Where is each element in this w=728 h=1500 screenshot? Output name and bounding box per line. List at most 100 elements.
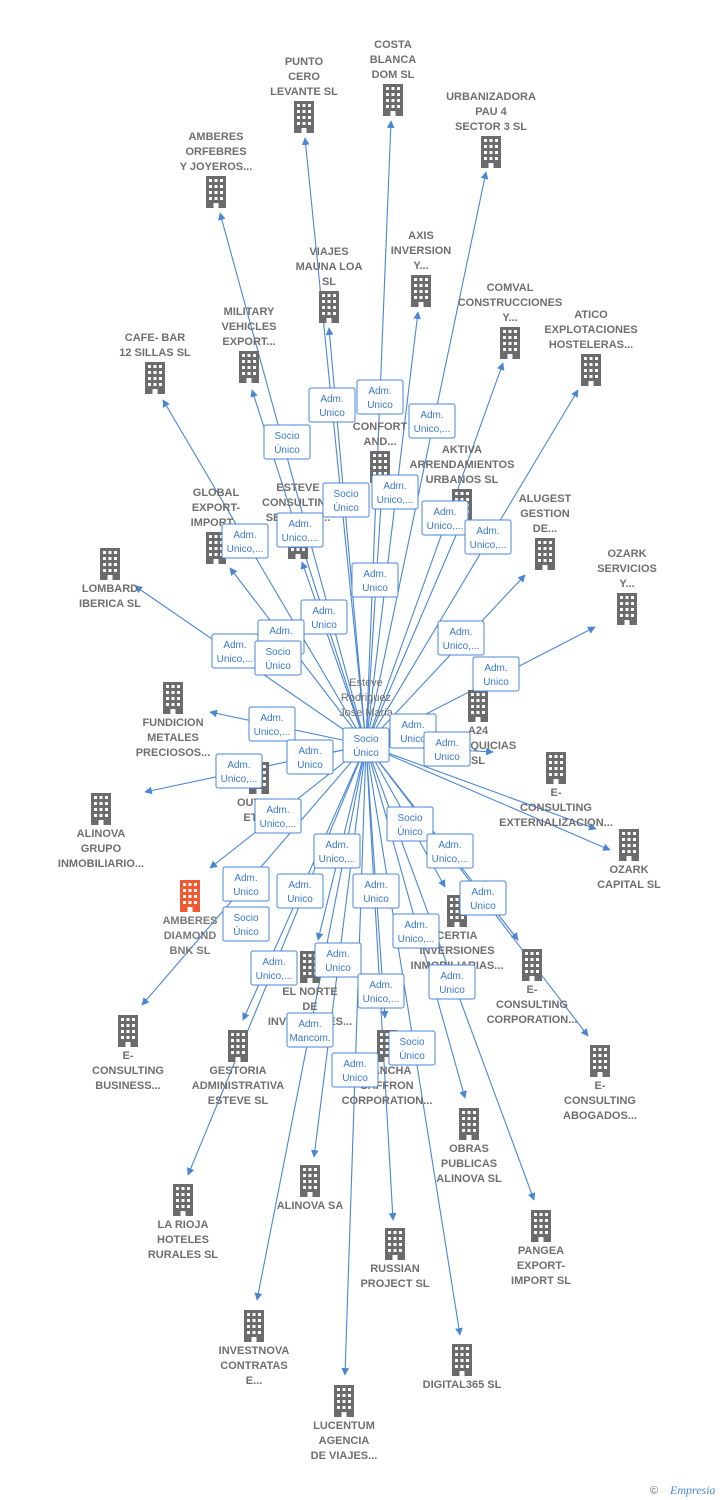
company-investnova[interactable]: INVESTNOVACONTRATASE... [219, 1310, 290, 1387]
relation-badge[interactable]: Adm.Unico,... [248, 706, 296, 742]
relation-role: Adm. [233, 530, 256, 541]
relation-type: Unico [400, 734, 426, 745]
relation-badge[interactable]: Adm.Unico [351, 562, 399, 598]
company-e-consulting-ext[interactable]: E-CONSULTINGEXTERNALIZACION... [499, 752, 613, 829]
relation-badge[interactable]: Adm.Unico,... [313, 833, 361, 869]
company-label-line: ABOGADOS... [563, 1110, 637, 1122]
company-fundicion[interactable]: FUNDICIONMETALESPRECIOSOS... [136, 682, 211, 759]
relation-badge[interactable]: Adm.Unico [356, 379, 404, 415]
relation-badge[interactable]: Adm.Unico [314, 942, 362, 978]
relation-badge[interactable]: Adm.Unico,... [211, 633, 259, 669]
relation-badge[interactable]: Adm.Unico [459, 880, 507, 916]
relation-badge[interactable]: Adm.Unico [308, 387, 356, 423]
relation-badge[interactable]: Adm.Unico,... [276, 512, 324, 548]
company-atico[interactable]: ATICOEXPLOTACIONESHOSTELERAS... [544, 309, 638, 386]
relation-badge[interactable]: Adm.Unico,... [371, 474, 419, 510]
company-ozark-serv[interactable]: OZARKSERVICIOSY... [597, 548, 657, 625]
company-label-line: RURALES SL [148, 1249, 219, 1261]
person-name-line: Jose Maria [339, 707, 394, 719]
company-e-consulting-abog[interactable]: E-CONSULTINGABOGADOS... [563, 1045, 637, 1122]
relation-badge[interactable]: Adm.Unico [472, 656, 520, 692]
company-label-line: CONTRATAS [220, 1360, 287, 1372]
relation-badge[interactable]: Adm.Unico,... [254, 798, 302, 834]
relation-role: Socio [397, 813, 422, 824]
relation-box [221, 523, 269, 559]
relation-badge[interactable]: Adm.Unico [276, 873, 324, 909]
building-icon [522, 949, 542, 981]
relation-badge[interactable]: Adm.Unico [286, 739, 334, 775]
relation-badge[interactable]: Adm.Unico,... [357, 973, 405, 1009]
company-alinova-sa[interactable]: ALINOVA SA [277, 1165, 344, 1212]
copyright-symbol: © [650, 1485, 658, 1497]
relation-role: Adm. [312, 606, 335, 617]
company-military[interactable]: MILITARYVEHICLESEXPORT... [221, 306, 277, 383]
relation-type: Unico,... [443, 641, 480, 652]
company-label-line: EXPORT... [222, 336, 275, 348]
relation-badge[interactable]: Adm.Unico,... [392, 913, 440, 949]
relation-role: Adm. [471, 887, 494, 898]
relation-badge[interactable]: Adm.Unico,... [464, 519, 512, 555]
relation-badge[interactable]: Adm.Unico,... [426, 833, 474, 869]
relation-badge[interactable]: Adm.Unico,... [408, 403, 456, 439]
relation-type: Unico,... [217, 654, 254, 665]
relation-badge[interactable]: Adm.Unico [428, 964, 476, 1000]
relation-badge[interactable]: Adm.Unico [300, 599, 348, 635]
company-confort[interactable]: CONFORTAND... [353, 421, 408, 483]
relation-badge[interactable]: Adm.Unico [423, 731, 471, 767]
brand-name[interactable]: Empresia [669, 1483, 716, 1497]
relation-box [437, 620, 485, 656]
relation-badge[interactable]: Adm.Unico,... [250, 950, 298, 986]
edge-aktiva [365, 525, 461, 746]
relation-type: Unico [434, 752, 460, 763]
relation-badge[interactable]: Adm.Unico,... [221, 523, 269, 559]
relation-type: Unico,... [414, 424, 451, 435]
company-label-line: DIGITAL365 SL [423, 1379, 502, 1391]
relation-badge[interactable]: Adm.Unico [331, 1052, 379, 1088]
relation-box [276, 873, 324, 909]
relation-badge[interactable]: Adm.Unico [352, 873, 400, 909]
company-digital365[interactable]: DIGITAL365 SL [423, 1344, 502, 1391]
relation-badge[interactable]: Adm.Unico,... [437, 620, 485, 656]
relation-badge[interactable]: Adm.Mancom. [286, 1012, 334, 1048]
company-label-line: INVERSION [391, 245, 452, 257]
relation-role: Adm. [325, 840, 348, 851]
company-comval[interactable]: COMVALCONSTRUCCIONESY... [458, 282, 563, 359]
company-alugest[interactable]: ALUGESTGESTIONDE... [519, 493, 572, 570]
relation-badge[interactable]: Adm.Unico [222, 866, 270, 902]
building-icon [617, 593, 637, 625]
company-alinova-grupo[interactable]: ALINOVAGRUPOINMOBILIARIO... [58, 793, 144, 870]
company-label-line: E- [123, 1050, 134, 1062]
relation-badge[interactable]: Adm.Unico,... [421, 500, 469, 536]
company-axis[interactable]: AXISINVERSIONY... [391, 230, 452, 307]
relation-badge[interactable]: Adm.Unico,... [215, 753, 263, 789]
company-label-line: Y JOYEROS... [180, 161, 253, 173]
company-e-consulting-corp[interactable]: E-CONSULTINGCORPORATION... [487, 949, 578, 1026]
company-e-consulting-bus[interactable]: E-CONSULTINGBUSINESS... [92, 1015, 164, 1092]
relation-type: Unico [363, 894, 389, 905]
relation-box [342, 727, 390, 763]
person-name-line: Esteve [349, 677, 383, 689]
